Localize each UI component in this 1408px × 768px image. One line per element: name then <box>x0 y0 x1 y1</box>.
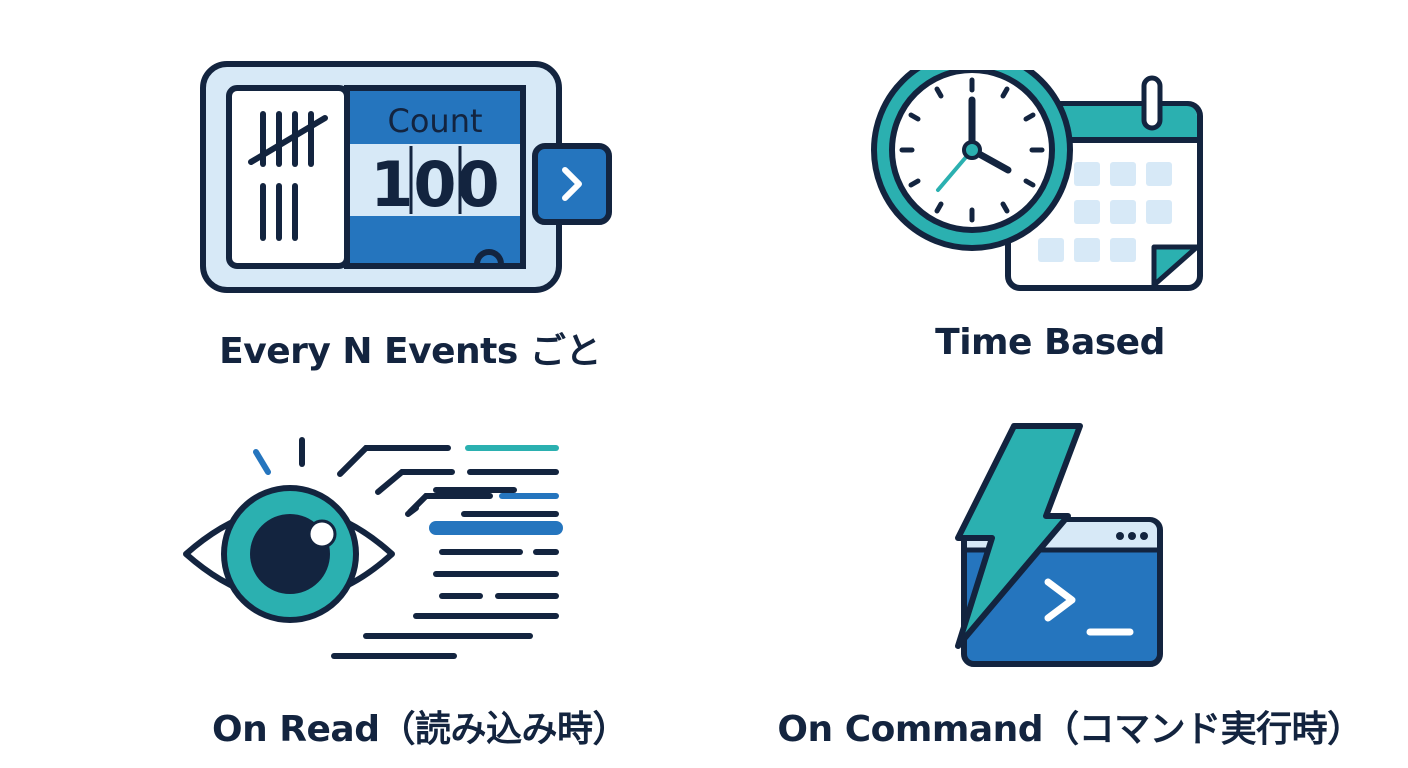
label-time-based: Time Based <box>935 322 1165 363</box>
clock-calendar-icon <box>871 70 1203 291</box>
label-on-read: On Read（読み込み時） <box>212 709 628 750</box>
counter-icon: Count 100 <box>200 61 612 293</box>
label-every-n-events: Every N Events ごと <box>219 331 601 372</box>
counter-value: 100 <box>370 148 499 221</box>
label-on-command: On Command（コマンド実行時） <box>777 709 1363 750</box>
lightning-terminal-icon <box>955 423 1163 667</box>
eye-reading-icon <box>183 437 563 659</box>
counter-title: Count <box>387 102 482 140</box>
